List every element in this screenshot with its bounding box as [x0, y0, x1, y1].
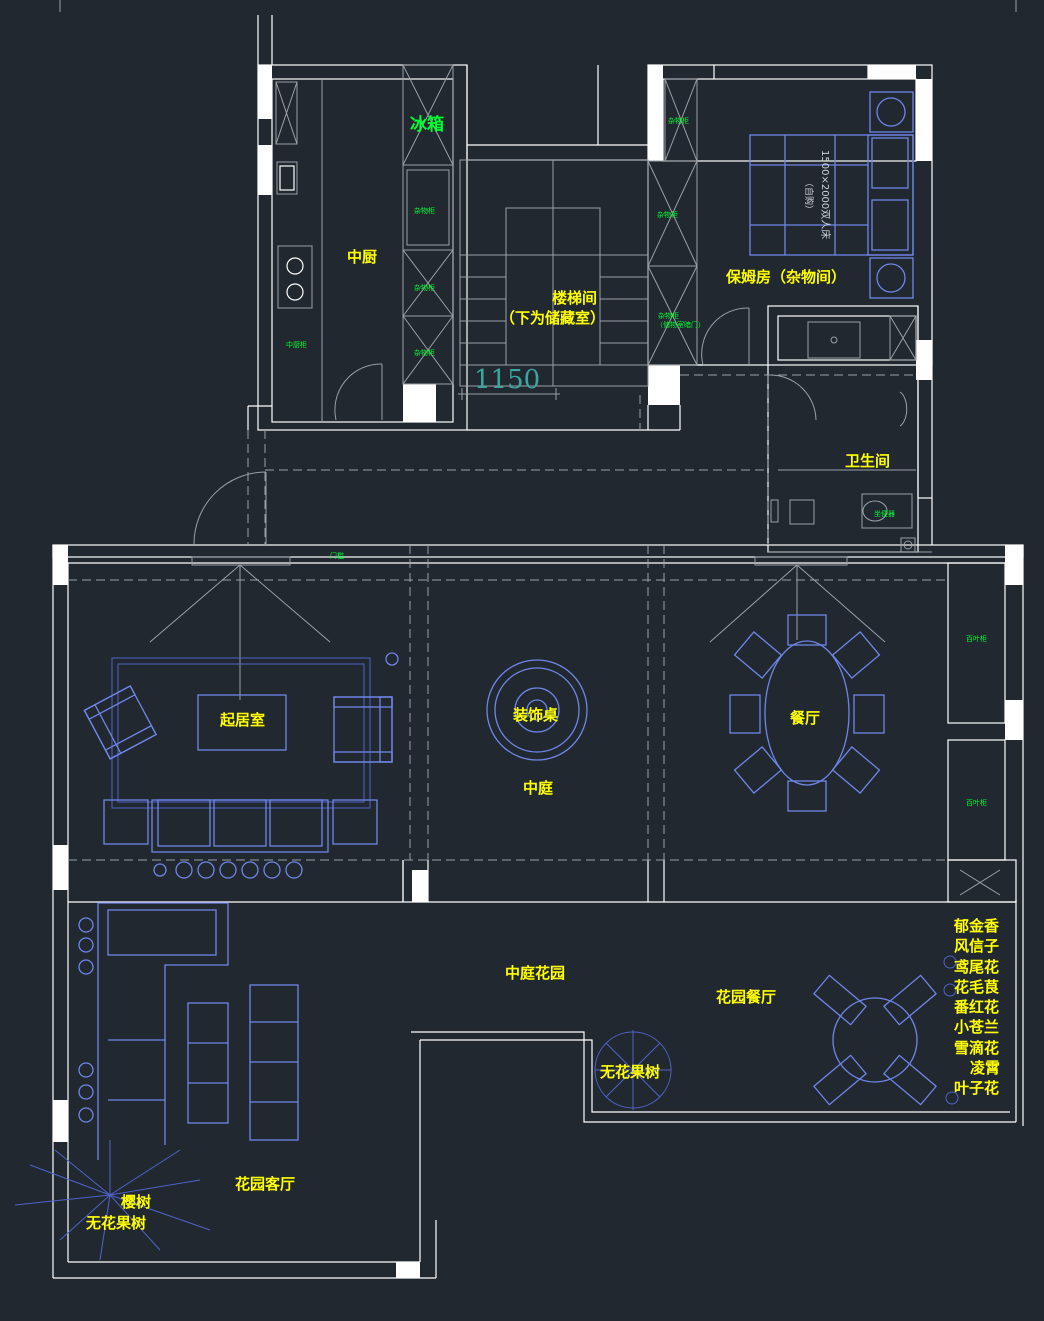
- hidden-door-label: （储物室暗门）: [656, 320, 705, 329]
- flower-item: 凌霄: [970, 1059, 1000, 1077]
- courtyard-garden-label: 中庭花园: [505, 964, 565, 982]
- living-room: [83, 556, 399, 879]
- nanny-room-label: 保姆房（杂物间）: [725, 268, 846, 286]
- bed-note-2: （自购）: [803, 178, 815, 214]
- flower-icons: [943, 955, 959, 1105]
- bathroom-label: 卫生间: [845, 452, 890, 470]
- decor-table: [486, 659, 588, 761]
- flower-item: 叶子花: [954, 1079, 999, 1097]
- garden-living-label: 花园客厅: [235, 1175, 295, 1193]
- dining-room: [709, 556, 886, 812]
- flower-item: 雪滴花: [954, 1039, 999, 1057]
- garden-living: [14, 902, 299, 1261]
- nanny-cabinet-label-1: 杂物柜: [668, 116, 689, 125]
- kitchen-label: 中厨: [347, 248, 377, 266]
- fridge-cabinet-label-2: 杂物柜: [414, 283, 435, 292]
- side-cabinet-label-1: 百叶柜: [966, 634, 987, 643]
- decor-table-label: 装饰桌: [512, 706, 559, 724]
- flower-item: 小苍兰: [954, 1018, 999, 1036]
- room-labels: 中厨 冰箱 楼梯间 （下为储藏室） 保姆房（杂物间） 卫生间 起居室 装饰桌 中…: [85, 114, 890, 1232]
- courtyard-label: 中庭: [523, 779, 554, 797]
- nanny-room: [647, 78, 917, 366]
- fig-tree-center-label: 无花果树: [599, 1063, 660, 1081]
- top-wing-walls: [59, 0, 1017, 553]
- flower-item: 鸢尾花: [954, 958, 999, 976]
- fridge-cabinet-label-1: 杂物柜: [414, 206, 435, 215]
- living-room-label: 起居室: [219, 711, 265, 729]
- flower-item: 番红花: [953, 998, 999, 1016]
- main-hall-walls: [52, 544, 1024, 1279]
- flower-item: 风信子: [954, 937, 999, 955]
- nanny-cabinet-label-2: 杂物柜: [657, 210, 678, 219]
- stairs-note: （下为储藏室）: [500, 309, 605, 327]
- dimension-label: 1150: [474, 365, 540, 395]
- garden-dining: [594, 955, 959, 1110]
- cherry-tree-label: 樱树: [121, 1193, 151, 1211]
- door-sill-label: 门槛: [330, 551, 344, 560]
- bathroom: [770, 391, 916, 553]
- palm-tree-icon: [14, 1140, 211, 1261]
- fig-tree-icon: [594, 1030, 672, 1110]
- stairs-label: 楼梯间: [552, 289, 597, 307]
- flower-item: 郁金香: [953, 917, 999, 935]
- fridge-cabinet-label-3: 杂物柜: [414, 348, 435, 357]
- nanny-cabinet-label-3: 杂物柜: [658, 311, 679, 320]
- kitchen-cabinet-label: 中厨柜: [286, 340, 307, 349]
- kitchen: [275, 64, 454, 422]
- fridge-label: 冰箱: [410, 114, 444, 135]
- living-room-plants: [153, 861, 303, 879]
- dining-room-label: 餐厅: [790, 709, 820, 727]
- dashed-guides: [68, 374, 948, 861]
- flower-list: 郁金香 风信子 鸢尾花 花毛茛 番红花 小苍兰 雪滴花 凌霄 叶子花: [953, 917, 1000, 1097]
- flower-item: 花毛茛: [954, 978, 1000, 996]
- fig-tree-corner-label: 无花果树: [85, 1214, 146, 1232]
- toilet-label: 坐便器: [874, 509, 895, 518]
- garden-dining-label: 花园餐厅: [716, 988, 776, 1006]
- doors: [193, 307, 817, 546]
- cabinet-labels: 中厨柜 杂物柜 杂物柜 杂物柜 杂物柜 杂物柜 杂物柜 （储物室暗门） 坐便器 …: [286, 116, 987, 807]
- bed-note: 1500×2000双人床: [819, 150, 832, 239]
- side-cabinet-label-2: 百叶柜: [966, 798, 987, 807]
